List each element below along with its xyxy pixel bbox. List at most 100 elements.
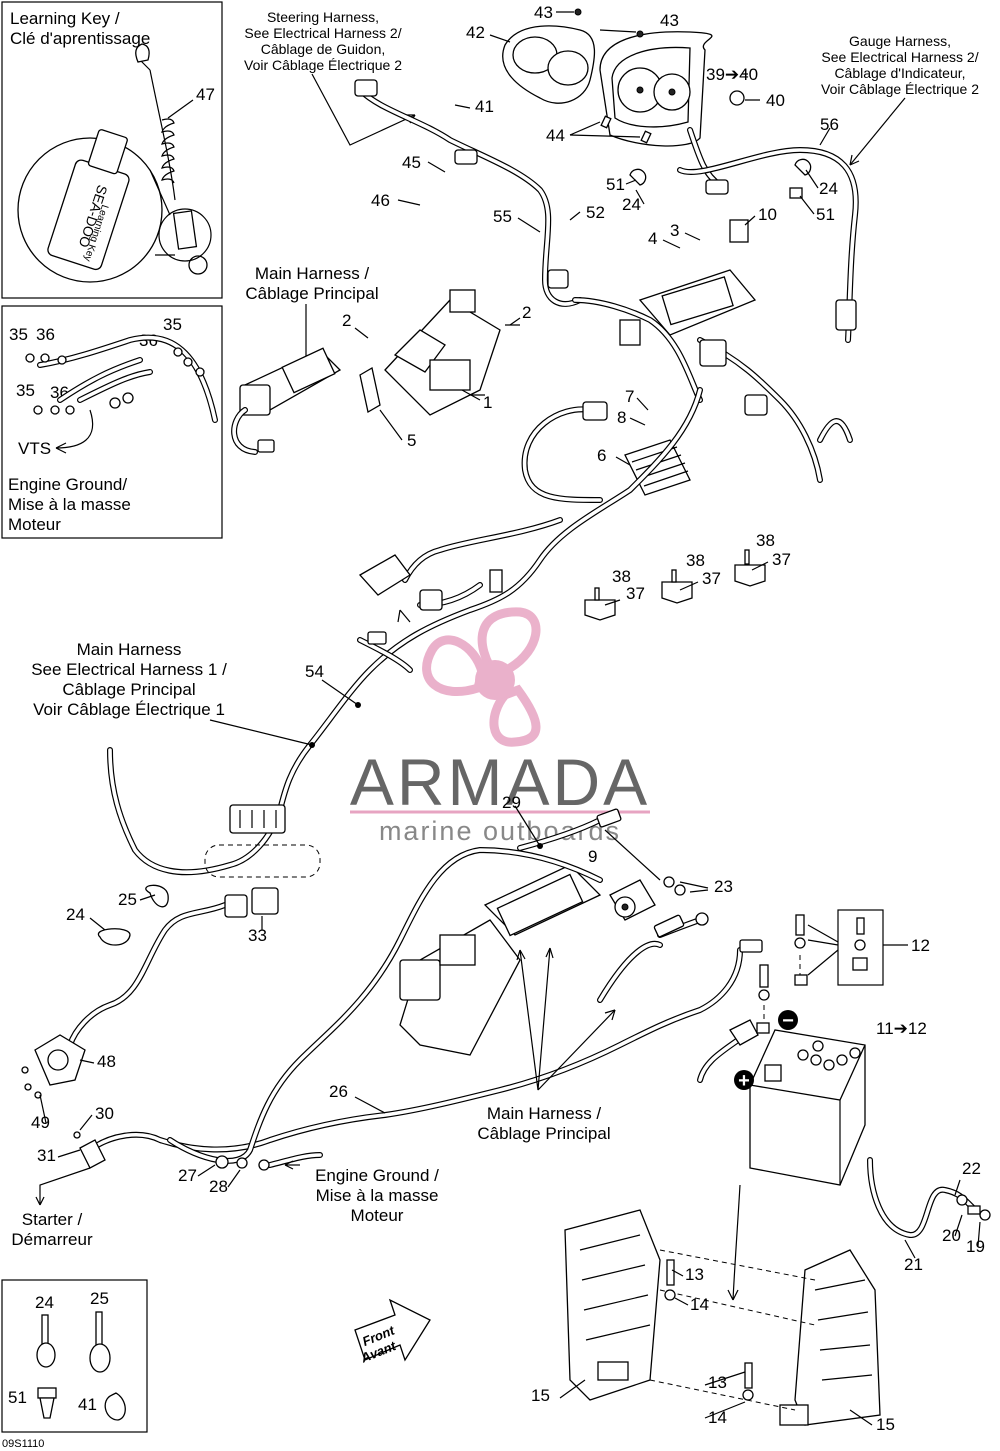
svg-text:Voir Câblage Électrique 2: Voir Câblage Électrique 2 (244, 57, 402, 73)
callout-37-a: 37 (626, 584, 645, 603)
callout-56: 56 (820, 115, 839, 134)
svg-text:+: + (738, 1070, 750, 1092)
callout-10: 10 (758, 205, 777, 224)
svg-text:−: − (782, 1010, 794, 1032)
starter-solenoid (609, 879, 656, 921)
main-harness-mid-label: Main Harness See Electrical Harness 1 / … (31, 640, 313, 746)
callout-15-a: 15 (531, 1386, 550, 1405)
callout-19: 19 (966, 1237, 985, 1256)
callout-47: 47 (196, 85, 215, 104)
callout-37-b: 37 (702, 569, 721, 588)
callout-14-a: 14 (690, 1295, 709, 1314)
callout-49: 49 (31, 1113, 50, 1132)
callout-8: 8 (617, 408, 626, 427)
callout-1: 1 (483, 393, 492, 412)
callout-23: 23 (714, 877, 733, 896)
clip-37-c (734, 564, 766, 587)
gauge-bezel (502, 25, 596, 104)
callout-7: 7 (625, 387, 634, 406)
learning-key-title-2: Clé d'aprentissage (10, 29, 150, 48)
svg-text:Engine Ground /: Engine Ground / (315, 1166, 439, 1185)
callout-25: 25 (118, 890, 137, 909)
callout-21: 21 (904, 1255, 923, 1274)
svg-text:Mise à la masse: Mise à la masse (316, 1186, 439, 1205)
callout-45: 45 (402, 153, 421, 172)
svg-text:Câblage de Guidon,: Câblage de Guidon, (261, 41, 386, 57)
callout-12: 12 (911, 936, 930, 955)
callout-42: 42 (466, 23, 485, 42)
callout-35-a: 35 (9, 325, 28, 344)
engine-ground-bottom-label: Engine Ground / Mise à la masse Moteur (315, 1166, 439, 1225)
callout-24-c: 24 (66, 905, 85, 924)
callout-29: 29 (502, 793, 521, 812)
svg-text:See Electrical Harness 2/: See Electrical Harness 2/ (821, 49, 978, 65)
clip-41-icon (104, 1392, 126, 1421)
engine-ground-inset: 35 36 35 36 35 36 VTS Engine Ground/ Mis… (1, 305, 223, 539)
callout-55: 55 (493, 207, 512, 226)
fuse-box-upper-left (239, 347, 342, 416)
engine-ground-inset-title-1: Engine Ground/ (8, 475, 127, 494)
battery (749, 1029, 866, 1186)
callout-36-a: 36 (36, 325, 55, 344)
callout-43-a: 43 (534, 3, 553, 22)
callout-24-b: 24 (819, 179, 838, 198)
callout-28: 28 (209, 1177, 228, 1196)
callout-13-b: 13 (708, 1373, 727, 1392)
vts-label: VTS (18, 439, 51, 458)
clips-legend-panel: 24 25 51 41 (1, 1279, 148, 1433)
callout-43-b: 43 (660, 11, 679, 30)
electrical-bracket-bottom (399, 864, 602, 1056)
svg-text:See Electrical Harness 1 /: See Electrical Harness 1 / (31, 660, 227, 679)
callout-2-b: 2 (522, 303, 531, 322)
svg-text:Câblage Principal: Câblage Principal (62, 680, 195, 699)
svg-text:Démarreur: Démarreur (11, 1230, 93, 1249)
legend-callout-41: 41 (78, 1395, 97, 1414)
callout-38-b: 38 (686, 551, 705, 570)
battery-hardware-kit (837, 909, 884, 986)
front-arrow-icon: Front Avant (354, 1298, 431, 1366)
callout-39-40: 39➔40 (706, 65, 758, 84)
electrical-bracket-top (384, 289, 501, 416)
svg-text:Câblage Principal: Câblage Principal (245, 284, 378, 303)
callout-38-a: 38 (612, 567, 631, 586)
callout-46: 46 (371, 191, 390, 210)
connector-33 (224, 887, 279, 918)
callout-26: 26 (329, 1082, 348, 1101)
fuse-box-right (619, 219, 757, 346)
callout-5: 5 (407, 431, 416, 450)
legend-callout-24: 24 (35, 1293, 54, 1312)
callout-54: 54 (305, 662, 324, 681)
main-harness-top-label: Main Harness / Câblage Principal (245, 264, 379, 368)
cable-tie-24-icon (36, 1314, 56, 1368)
svg-text:See Electrical Harness 2/: See Electrical Harness 2/ (244, 25, 401, 41)
learning-key-post (34, 1034, 86, 1086)
svg-text:Main Harness /: Main Harness / (255, 264, 370, 283)
svg-text:Starter /: Starter / (22, 1210, 83, 1229)
learning-key-title-1: Learning Key / (10, 9, 120, 28)
callout-numbers: 43 43 42 39➔40 40 41 44 56 51 24 24 51 4… (31, 3, 985, 1434)
callout-35-c: 35 (16, 381, 35, 400)
svg-text:Gauge Harness,: Gauge Harness, (849, 33, 951, 49)
callout-4: 4 (648, 229, 657, 248)
callout-13-a: 13 (685, 1265, 704, 1284)
push-clip-51-icon (37, 1387, 57, 1419)
learning-key-fob: SEA-DOO Learning Key (47, 129, 130, 271)
callout-6: 6 (597, 446, 606, 465)
svg-text:Câblage Principal: Câblage Principal (477, 1124, 610, 1143)
cable-tie-25-icon (89, 1311, 111, 1373)
callout-31: 31 (37, 1146, 56, 1165)
callout-11-12: 11➔12 (876, 1019, 927, 1038)
svg-text:Main Harness /: Main Harness / (487, 1104, 602, 1123)
battery-positive-icon: + (734, 1070, 754, 1092)
main-harness-bottom-label: Main Harness / Câblage Principal (477, 947, 616, 1143)
steering-harness-label: Steering Harness, See Electrical Harness… (244, 9, 416, 146)
callout-14-b: 14 (708, 1408, 727, 1427)
callout-24-a: 24 (622, 195, 641, 214)
svg-text:Câblage d'Indicateur,: Câblage d'Indicateur, (834, 65, 965, 81)
propeller-logo (422, 607, 541, 747)
callout-44: 44 (546, 126, 565, 145)
callout-9: 9 (588, 847, 597, 866)
svg-text:Main Harness: Main Harness (77, 640, 182, 659)
callout-22: 22 (962, 1159, 981, 1178)
callout-37-c: 37 (772, 550, 791, 569)
